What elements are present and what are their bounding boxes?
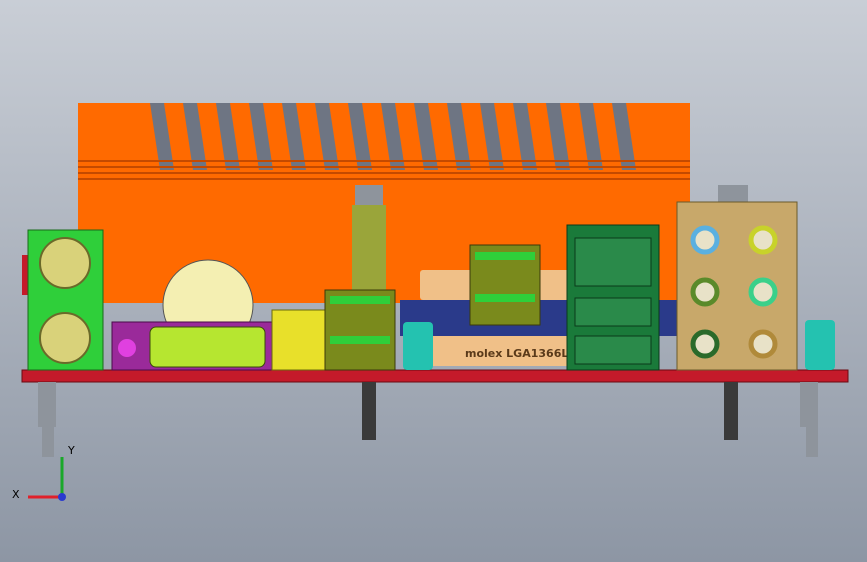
- audio-jacks: [690, 225, 778, 359]
- audio-jack-panel: [676, 185, 798, 371]
- audio-jack: [690, 277, 720, 307]
- heatsink-slot: [612, 103, 636, 170]
- standoffs: [38, 382, 818, 457]
- heatsink-slot: [150, 103, 174, 170]
- audio-jack: [690, 329, 720, 359]
- heatsink-slot: [480, 103, 504, 170]
- heatsink-slot: [183, 103, 207, 170]
- heatsink-slot: [513, 103, 537, 170]
- axis-y-label: Y: [67, 444, 75, 457]
- spring-screw: [352, 185, 386, 290]
- header-block: [271, 309, 328, 371]
- pcb-board: [21, 369, 849, 383]
- ps2-port-stack: [22, 229, 104, 371]
- heatsink-slot: [249, 103, 273, 170]
- capacitor-left: [403, 322, 433, 370]
- heatsink-slot: [381, 103, 405, 170]
- heatsink-ribs: [78, 160, 690, 180]
- axes-triad: X Y: [12, 444, 75, 501]
- audio-jack: [748, 225, 778, 255]
- heatsink-fin-slots: [150, 103, 636, 170]
- ethernet-port: [574, 237, 652, 287]
- motherboard-model[interactable]: molex LGA1366LE: [21, 103, 849, 457]
- ps2-keyboard-port: [39, 237, 91, 289]
- audio-jack: [690, 225, 720, 255]
- axis-x-label: X: [12, 488, 20, 501]
- heatsink-slot: [447, 103, 471, 170]
- ethernet-usb-combo: [566, 224, 660, 371]
- usb-port-lower: [574, 335, 652, 365]
- heatsink-slot: [315, 103, 339, 170]
- audio-jack: [748, 329, 778, 359]
- heatsink-slot: [414, 103, 438, 170]
- ps2-mouse-port: [39, 312, 91, 364]
- capacitor-right: [805, 320, 835, 370]
- heatsink-slot: [216, 103, 240, 170]
- heatsink-slot: [579, 103, 603, 170]
- usb-stack-middle: [469, 244, 541, 326]
- socket-label: molex LGA1366LE: [465, 347, 576, 360]
- heatsink-slot: [282, 103, 306, 170]
- audio-jack: [748, 277, 778, 307]
- usb-stack-left: [324, 289, 396, 371]
- usb-port-upper: [574, 297, 652, 327]
- heatsink-slot: [546, 103, 570, 170]
- heatsink-slot: [348, 103, 372, 170]
